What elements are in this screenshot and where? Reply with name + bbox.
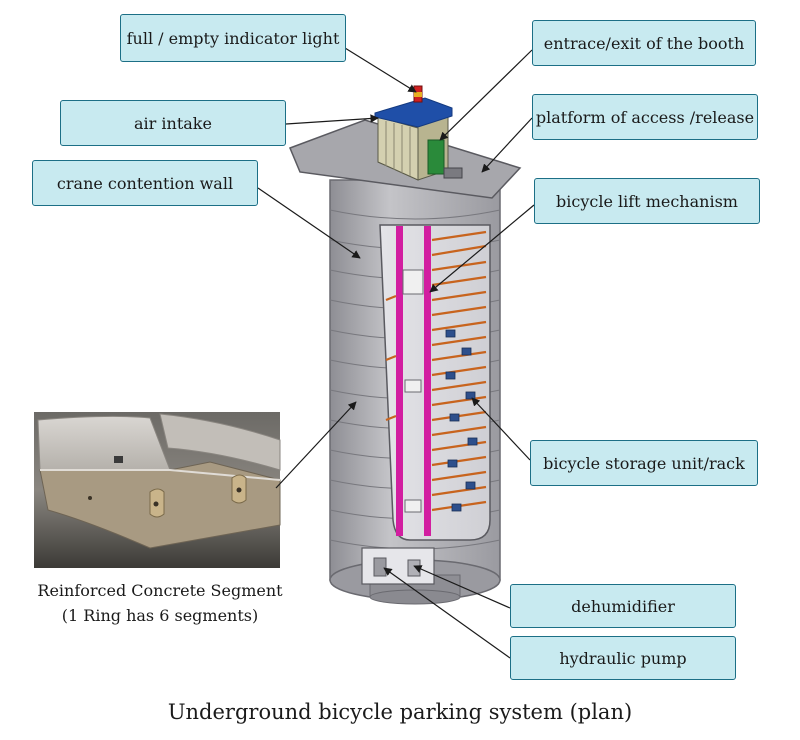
leader-lift-mechanism [429, 204, 535, 293]
leader-air-intake [285, 114, 379, 125]
leader-dehumidifier [413, 565, 511, 609]
stored-bicycles [445, 329, 478, 512]
label-crane-wall: crane contention wall [32, 160, 258, 206]
leader-storage-unit [471, 397, 531, 461]
label-dehumidifier: dehumidifier [510, 584, 736, 628]
label-storage-unit: bicycle storage unit/rack [530, 440, 758, 486]
leader-indicator-light [344, 47, 417, 93]
label-indicator-light: full / empty indicator light [120, 14, 346, 62]
label-air-intake: air intake [60, 100, 286, 146]
photo-caption-line1: Reinforced Concrete Segment [37, 581, 283, 600]
leader-arrows [257, 47, 535, 659]
leader-hydraulic-pump [383, 567, 511, 659]
booth [374, 97, 463, 181]
label-hydraulic-pump: hydraulic pump [510, 636, 736, 680]
leader-entrance-exit [439, 49, 533, 141]
lift-carriage [402, 269, 424, 513]
leader-platform [481, 117, 533, 173]
photo-caption: Reinforced Concrete Segment (1 Ring has … [20, 578, 300, 628]
photo-caption-line2: (1 Ring has 6 segments) [61, 606, 259, 625]
label-lift-mechanism: bicycle lift mechanism [534, 178, 760, 224]
figure-caption: Underground bicycle parking system (plan… [167, 700, 633, 724]
indicator-light [413, 85, 423, 103]
concrete-segment-photo [34, 412, 281, 568]
label-platform: platform of access /release [532, 94, 758, 140]
leader-crane-wall [257, 187, 361, 259]
leader-segment-photo [275, 401, 357, 489]
label-entrance-exit: entrace/exit of the booth [532, 20, 756, 66]
